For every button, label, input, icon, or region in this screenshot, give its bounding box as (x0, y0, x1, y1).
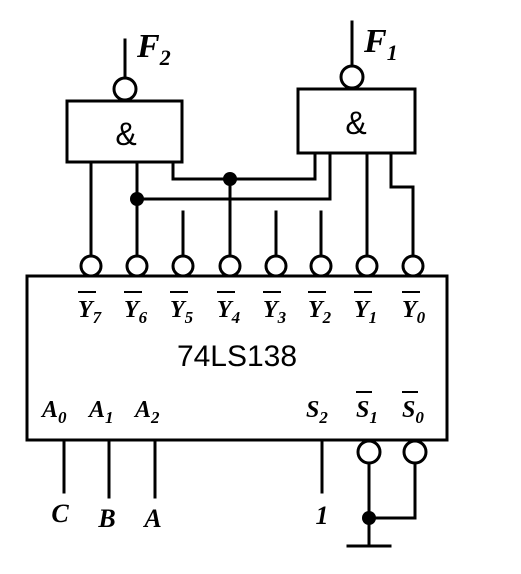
signal-b: B (97, 504, 115, 533)
label-y7: Y7 (78, 297, 103, 327)
label-y1: Y1 (354, 297, 377, 327)
label-s0: S0 (402, 397, 424, 427)
signal-c: C (51, 499, 69, 528)
signal-one: 1 (316, 501, 329, 530)
wire-y6-f1 (135, 151, 332, 201)
wire-y4-f2 (171, 160, 232, 181)
f2-gate-body (65, 99, 184, 164)
chip-name: 74LS138 (177, 340, 297, 373)
bubble-y3 (264, 254, 288, 278)
output-bubbles (79, 254, 425, 278)
f2-gate-symbol: & (115, 116, 136, 152)
junction-dot-ground (362, 511, 376, 525)
bubble-s1 (356, 439, 382, 465)
f2-output-label: F2 (136, 28, 171, 70)
f1-gate-body (296, 87, 417, 155)
bubble-y6 (125, 254, 149, 278)
decoder-chip-body (25, 274, 449, 442)
wire-y0-f1 (389, 151, 415, 259)
and-gate-f2: & F2 (65, 28, 184, 164)
input-pin-labels: A0 A1 A2 S2 S1 S0 (40, 391, 424, 427)
label-a1: A1 (87, 397, 114, 427)
label-a2: A2 (133, 397, 160, 427)
bubble-y7 (79, 254, 103, 278)
signal-labels: C B A 1 (51, 499, 328, 533)
label-s1: S1 (356, 397, 378, 427)
signal-a: A (142, 504, 161, 533)
label-a0: A0 (40, 397, 67, 427)
bubble-y5 (171, 254, 195, 278)
bubble-y4 (218, 254, 242, 278)
wire-y4-f1 (228, 151, 317, 259)
interconnect-wires (89, 151, 415, 259)
output-pin-labels: Y7 Y6 Y5 Y4 Y3 Y2 Y1 Y0 (78, 291, 426, 327)
label-s2: S2 (306, 397, 328, 427)
and-gate-f1: & F1 (296, 20, 417, 155)
label-y0: Y0 (402, 297, 426, 327)
label-y3: Y3 (263, 297, 287, 327)
bubble-y2 (309, 254, 333, 278)
bubble-y1 (355, 254, 379, 278)
label-y2: Y2 (308, 297, 332, 327)
f2-output-bubble (112, 76, 138, 102)
bubble-s0 (402, 439, 428, 465)
f1-output-label: F1 (363, 23, 398, 65)
junction-dot-y6 (130, 192, 144, 206)
label-y5: Y5 (170, 297, 194, 327)
input-wires (62, 438, 428, 548)
bubble-y0 (401, 254, 425, 278)
junction-dot-y4 (223, 172, 237, 186)
label-y4: Y4 (217, 297, 240, 327)
wire-s0-ground (367, 461, 417, 520)
f1-gate-symbol: & (345, 105, 366, 141)
f1-output-bubble (339, 64, 365, 90)
label-y6: Y6 (124, 297, 148, 327)
